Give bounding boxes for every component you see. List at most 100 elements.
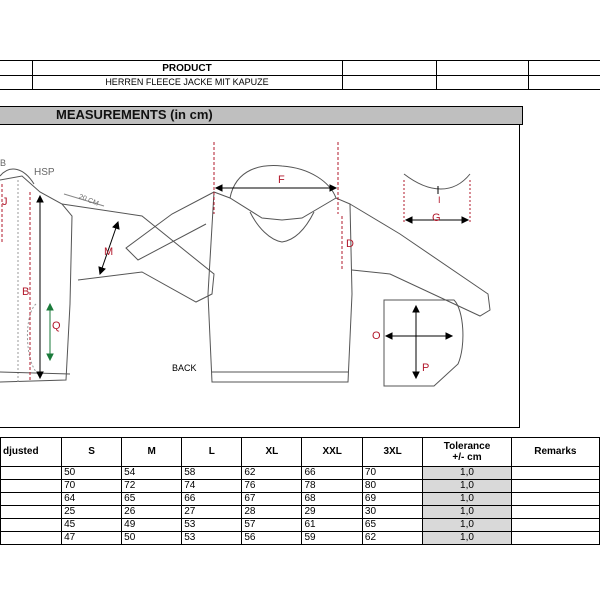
- tolerance-line-2: +/- cm: [452, 452, 482, 463]
- label-hsp: HSP: [34, 167, 55, 178]
- cell-remarks: [510, 479, 600, 493]
- front-sleeve: [61, 203, 215, 303]
- cell-m: 65: [121, 492, 183, 506]
- cell-s: 50: [61, 466, 123, 480]
- label-m: M: [104, 246, 114, 258]
- header-divider: [342, 60, 343, 90]
- cell-3xl: 62: [361, 531, 424, 545]
- cell-remarks: [510, 492, 600, 506]
- arrowhead-M-bottom: [98, 266, 106, 276]
- table-row: 70 72 74 76 78 80 1,0: [0, 479, 600, 493]
- label-b-top: B: [0, 158, 7, 168]
- table-row: 47 50 53 56 59 62 1,0: [0, 531, 600, 545]
- label-d: D: [346, 238, 354, 250]
- cell-l: 53: [181, 518, 243, 532]
- cell-xl: 62: [241, 466, 303, 480]
- cell-m: 49: [121, 518, 183, 532]
- cell-tolerance: 1,0: [422, 466, 512, 480]
- cell-s: 47: [61, 531, 123, 545]
- jacket-technical-drawing: [0, 142, 491, 387]
- front-hem: [0, 371, 71, 375]
- label-p: P: [422, 362, 430, 374]
- cell-tolerance: 1,0: [422, 531, 512, 545]
- cell-xl: 28: [241, 505, 303, 519]
- label-b: B: [22, 286, 30, 298]
- col-header-remarks: Remarks: [510, 437, 600, 467]
- arrowhead-G-right: [461, 216, 470, 224]
- cell-xxl: 29: [301, 505, 363, 519]
- cell-s: 64: [61, 492, 123, 506]
- front-hood: [0, 168, 35, 185]
- cell-xl: 67: [241, 492, 303, 506]
- col-header-tolerance: Tolerance +/- cm: [422, 437, 512, 467]
- header-divider: [528, 60, 529, 90]
- col-header-s: S: [61, 437, 123, 467]
- cell-l: 66: [181, 492, 243, 506]
- cell-remarks: [510, 466, 600, 480]
- cell-xxl: 68: [301, 492, 363, 506]
- cell-s: 25: [61, 505, 123, 519]
- cell-point: [0, 518, 63, 532]
- hood-detail: [403, 173, 471, 190]
- cell-xxl: 66: [301, 466, 363, 480]
- cell-l: 58: [181, 466, 243, 480]
- cell-m: 50: [121, 531, 183, 545]
- cell-s: 45: [61, 518, 123, 532]
- back-left-sleeve: [125, 191, 215, 261]
- cell-3xl: 65: [361, 518, 424, 532]
- cell-point: [0, 466, 63, 480]
- table-row: 45 49 53 57 61 65 1,0: [0, 518, 600, 532]
- size-table: djusted S M L XL XXL 3XL Tolerance +/- c…: [0, 437, 600, 545]
- arrow-20cm: [63, 193, 105, 207]
- table-header-row: djusted S M L XL XXL 3XL Tolerance +/- c…: [0, 437, 600, 467]
- front-jacket-outline: [0, 175, 73, 383]
- header-divider: [32, 60, 33, 90]
- arrowhead-Q-bottom: [46, 353, 54, 362]
- cell-point: [0, 479, 63, 493]
- arrowhead-F-right: [329, 184, 338, 192]
- arrowhead-B-bottom: [36, 371, 44, 380]
- cell-3xl: 80: [361, 479, 424, 493]
- cell-s: 70: [61, 479, 123, 493]
- table-row: 25 26 27 28 29 30 1,0: [0, 505, 600, 519]
- product-name: HERREN FLEECE JACKE MIT KAPUZE: [105, 77, 269, 87]
- measurements-title: MEASUREMENTS (in cm): [56, 107, 213, 122]
- col-header-xl: XL: [241, 437, 303, 467]
- label-i: I: [438, 195, 441, 205]
- drawing-frame: [0, 124, 520, 428]
- back-right-sleeve: [349, 203, 491, 317]
- arrowhead-O-left: [384, 332, 393, 340]
- cell-xl: 56: [241, 531, 303, 545]
- header-bottom-border: [0, 89, 600, 90]
- cell-xxl: 61: [301, 518, 363, 532]
- col-header-adjusted: djusted: [0, 437, 63, 467]
- arrowhead-Q-top: [46, 302, 54, 311]
- cell-3xl: 30: [361, 505, 424, 519]
- cell-xl: 57: [241, 518, 303, 532]
- cell-m: 54: [121, 466, 183, 480]
- label-o: O: [372, 330, 381, 342]
- arrowhead-O-right: [445, 332, 454, 340]
- banner-divider: [522, 106, 523, 125]
- cell-point: [0, 492, 63, 506]
- arrowhead-P-top: [412, 304, 420, 313]
- cell-m: 26: [121, 505, 183, 519]
- cell-l: 53: [181, 531, 243, 545]
- col-header-l: L: [181, 437, 243, 467]
- cell-tolerance: 1,0: [422, 492, 512, 506]
- table-row: 50 54 58 62 66 70 1,0: [0, 466, 600, 480]
- cell-remarks: [510, 518, 600, 532]
- arrowhead-B-top: [36, 194, 44, 203]
- label-q: Q: [52, 320, 61, 332]
- cell-3xl: 69: [361, 492, 424, 506]
- cell-m: 72: [121, 479, 183, 493]
- header-divider: [436, 60, 437, 90]
- label-j: J: [2, 196, 8, 208]
- tolerance-line-1: Tolerance: [443, 441, 491, 452]
- cell-point: [0, 505, 63, 519]
- arrowhead-P-bottom: [412, 371, 420, 380]
- col-header-xxl: XXL: [301, 437, 363, 467]
- col-header-m: M: [121, 437, 183, 467]
- front-pocket: [27, 303, 41, 377]
- label-f: F: [278, 174, 285, 186]
